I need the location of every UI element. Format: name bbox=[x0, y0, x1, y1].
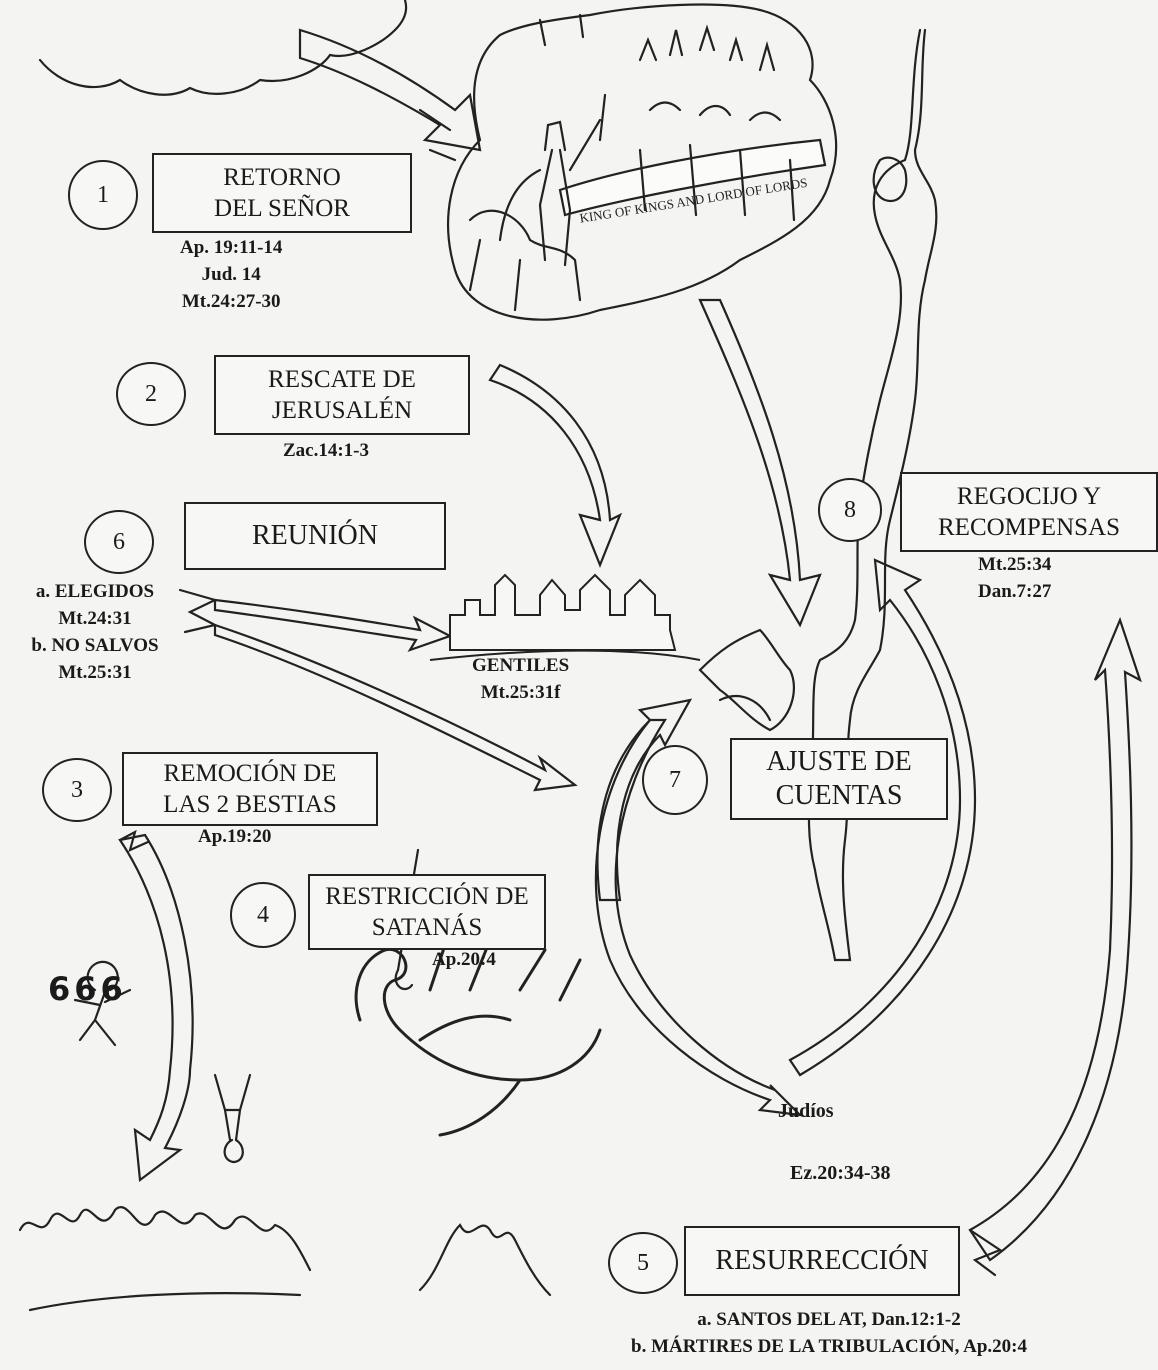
dragon-figure bbox=[354, 928, 602, 1137]
zigzag-resurrection bbox=[968, 1228, 1003, 1277]
arrow-elegidos-to-gentiles bbox=[213, 598, 453, 653]
dead-sea bbox=[872, 156, 908, 203]
reunion-groups: a. ELEGIDOS Mt.24:31 b. NO SALVOS Mt.25:… bbox=[31, 581, 159, 683]
coastline bbox=[698, 628, 795, 732]
lord-cloud bbox=[447, 3, 838, 321]
step-5-number: 5 bbox=[608, 1232, 678, 1294]
light-rays bbox=[418, 13, 585, 162]
horse-figure bbox=[468, 209, 582, 312]
step-3-references: Ap.19:20 bbox=[198, 826, 272, 847]
step-4-number: 4 bbox=[230, 882, 296, 948]
gentiles-city bbox=[429, 573, 701, 661]
arrow-to-recompensas bbox=[788, 558, 977, 1077]
step-4-references: Ap.20:4 bbox=[432, 949, 496, 970]
step-2-title: RESCATE DE JERUSALÉN bbox=[214, 355, 470, 435]
step-8-number: 8 bbox=[818, 478, 882, 542]
arrow-judios-loop bbox=[594, 718, 804, 1117]
step-6-title: REUNIÓN bbox=[184, 502, 446, 570]
cloud-top-left bbox=[38, 0, 408, 96]
gentiles-label: GENTILES Mt.25:31f bbox=[472, 655, 570, 703]
arrow-lord-to-land bbox=[698, 298, 822, 628]
arrow-cloud-to-lord bbox=[298, 28, 482, 152]
arrow-nosalvos-to-ajuste bbox=[213, 623, 578, 792]
step-1-title: RETORNO DEL SEÑOR bbox=[152, 153, 412, 233]
step-2-references: Zac.14:1-3 bbox=[283, 440, 370, 461]
lake-of-fire bbox=[18, 1206, 312, 1312]
arrow-resurrection-up bbox=[968, 616, 1142, 1262]
judios-label: Judíos bbox=[778, 1100, 834, 1122]
inverted-figure bbox=[213, 1073, 252, 1164]
falling-figure bbox=[73, 960, 132, 1047]
step-2-number: 2 bbox=[116, 362, 186, 426]
step-5-title: RESURRECCIÓN bbox=[684, 1226, 960, 1296]
step-5-references: a. SANTOS DEL AT, Dan.12:1-2 b. MÁRTIRES… bbox=[631, 1309, 1027, 1357]
step-8-references: Mt.25:34 Dan.7:27 bbox=[978, 554, 1052, 602]
step-3-title: REMOCIÓN DE LAS 2 BESTIAS bbox=[122, 752, 378, 826]
mountain-ridge bbox=[718, 695, 772, 722]
step-6-number: 6 bbox=[84, 510, 154, 574]
army-figures bbox=[638, 24, 796, 222]
zigzag-reunion bbox=[178, 588, 219, 634]
step-1-number: 1 bbox=[68, 160, 138, 230]
hook-line bbox=[394, 848, 420, 991]
beast-mark-666: 666 bbox=[48, 970, 127, 1008]
step-7-title: AJUSTE DE CUENTAS bbox=[730, 738, 948, 820]
step-8-title: REGOCIJO Y RECOMPENSAS bbox=[900, 472, 1158, 552]
pit-fire bbox=[418, 1223, 552, 1297]
king-figure bbox=[498, 93, 607, 267]
judios-reference: Ez.20:34-38 bbox=[790, 1162, 891, 1184]
arrow-rescue-to-city bbox=[488, 363, 623, 568]
step-1-references: Ap. 19:11-14 Jud. 14 Mt.24:27-30 bbox=[180, 237, 283, 312]
zigzag-beasts bbox=[118, 829, 150, 852]
step-3-number: 3 bbox=[42, 758, 112, 822]
arrow-back-to-land bbox=[596, 698, 693, 902]
arrow-beasts-to-fire bbox=[118, 833, 194, 1183]
step-7-number: 7 bbox=[642, 745, 708, 815]
step-4-title: RESTRICCIÓN DE SATANÁS bbox=[308, 874, 546, 950]
map-outline bbox=[807, 28, 938, 962]
